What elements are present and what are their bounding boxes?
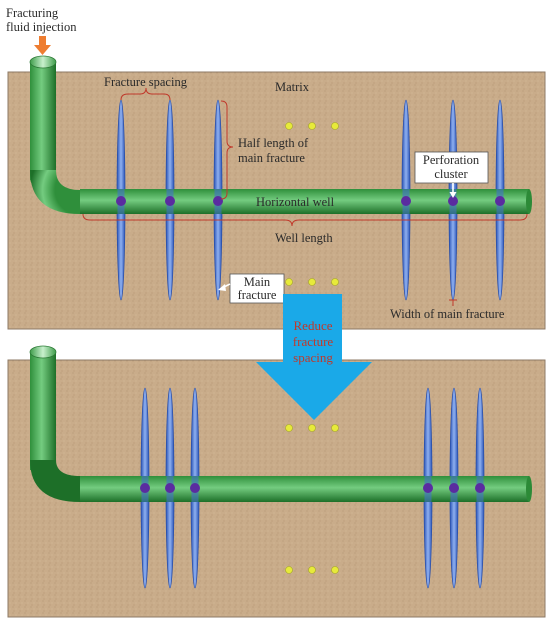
reduce-label-line: fracture (293, 334, 334, 349)
horizontal-well-label: Horizontal well (256, 195, 335, 209)
down-arrow-icon (34, 36, 51, 55)
perforation-cluster (401, 196, 411, 206)
injection-label: fluid injection (6, 20, 77, 34)
well-pipe-bottom (29, 345, 532, 502)
fracture-spacing-brace (120, 87, 171, 101)
large-down-arrow-icon (256, 294, 372, 420)
perforation-cluster (116, 196, 126, 206)
reduced-spacing-panel (7, 345, 546, 618)
perforation-cluster (495, 196, 505, 206)
fracture-spacing-label: Fracture spacing (104, 75, 188, 89)
perforation-label: Perforation (423, 153, 480, 167)
perforation-cluster (140, 483, 150, 493)
perforation-cluster (423, 483, 433, 493)
perforation-label: cluster (434, 167, 468, 181)
half-length-label: main fracture (238, 151, 305, 165)
main-fracture-label-box (229, 273, 285, 304)
reduce-label-line: Reduce (294, 318, 333, 333)
perforation-label-box (414, 151, 489, 184)
half-length-label: Half length of (238, 136, 309, 150)
well-length-brace (82, 213, 528, 227)
injection-label: Fracturing (6, 6, 59, 20)
annotations-top (34, 36, 528, 306)
width-main-fracture-label: Width of main fracture (390, 307, 505, 321)
main-fracture-label: Main (244, 275, 271, 289)
width-marker (449, 299, 457, 306)
perforation-cluster (165, 196, 175, 206)
labels-top: Fracturing fluid injection Fracture spac… (6, 6, 505, 321)
perforation-cluster (475, 483, 485, 493)
matrix-label: Matrix (275, 80, 310, 94)
continuation-dots-bottom (285, 424, 339, 574)
perforation-clusters-top (116, 196, 505, 206)
well-length-label: Well length (275, 231, 333, 245)
continuation-dots-top (285, 122, 339, 286)
reduce-label-line: spacing (293, 350, 333, 365)
reduce-spacing-label: Reduce fracture spacing (293, 318, 334, 365)
perforation-cluster (190, 483, 200, 493)
perforation-cluster (165, 483, 175, 493)
main-fracture-label: fracture (238, 288, 277, 302)
perforation-clusters-bottom (140, 483, 485, 493)
perforation-cluster (449, 483, 459, 493)
half-length-brace (220, 100, 234, 200)
perforation-cluster (448, 196, 458, 206)
perforation-cluster (213, 196, 223, 206)
wellhead-cap (29, 345, 57, 359)
wellhead-cap (29, 55, 57, 69)
initial-configuration-panel: Fracturing fluid injection Fracture spac… (6, 6, 546, 330)
